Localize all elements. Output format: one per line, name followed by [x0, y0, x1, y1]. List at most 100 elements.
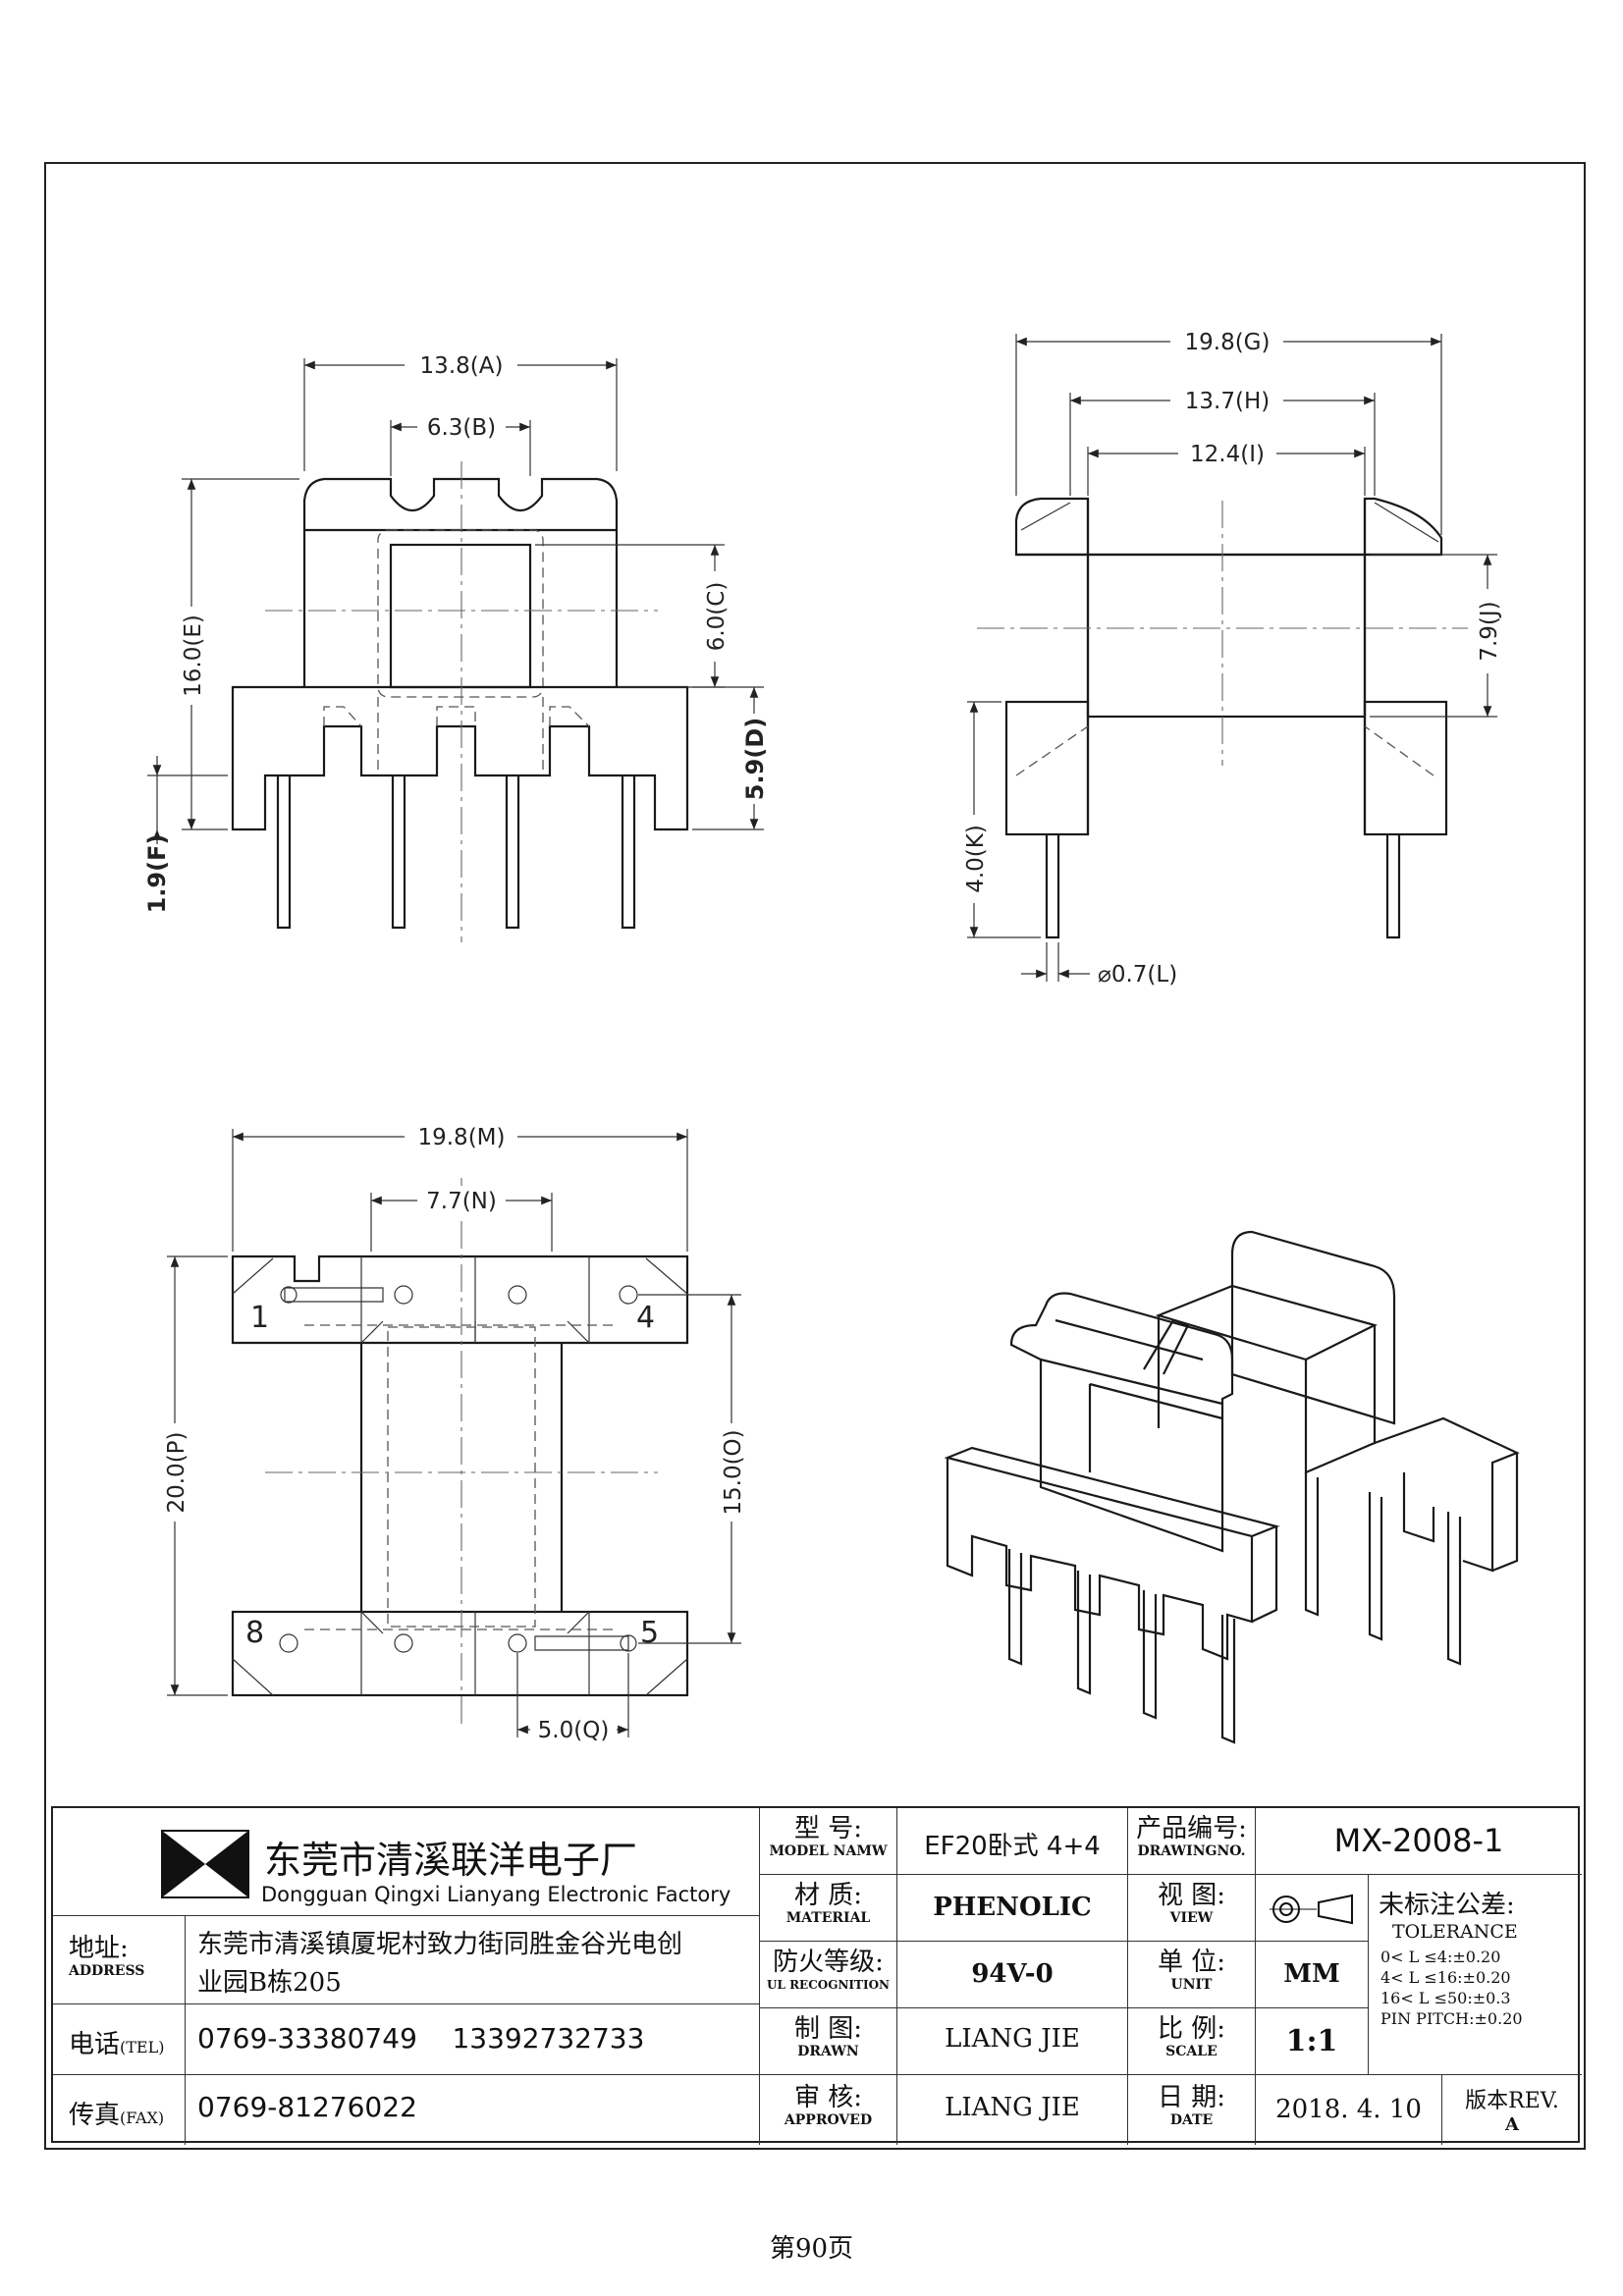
- pin-number-5: 5: [640, 1616, 659, 1650]
- bottom-view: 1 4 8 5 19.8(M) 7.7(N) 15.0(O) 20.0(P) 5…: [161, 1122, 746, 1744]
- model-value: EF20卧式 4+4: [924, 1832, 1101, 1861]
- material-label-cell: 材 质: MATERIAL: [760, 1875, 897, 1942]
- tolerance-line-3: 16< L ≤50:±0.3: [1380, 1989, 1511, 2007]
- unit-value: MM: [1283, 1959, 1340, 1989]
- dim-q: 5.0(Q): [538, 1718, 610, 1743]
- company-logo-icon: [161, 1830, 249, 1898]
- scale-value: 1:1: [1285, 2024, 1338, 2058]
- company-name-cn: 东莞市清溪联洋电子厂: [264, 1839, 638, 1882]
- unit-value-cell: MM: [1256, 1942, 1369, 2008]
- fax-label-cell: 传真(FAX): [53, 2075, 186, 2145]
- material-label-en: MATERIAL: [785, 1910, 871, 1926]
- unit-label: 单 位:: [1157, 1948, 1226, 1977]
- ul-value: 94V-0: [971, 1959, 1054, 1989]
- drawingno-label: 产品编号:: [1136, 1814, 1247, 1843]
- drawingno-label-en: DRAWINGNO.: [1137, 1843, 1246, 1859]
- rev-value: A: [1505, 2114, 1519, 2135]
- isometric-view: [944, 1230, 1520, 1744]
- dim-j: 7.9(J): [1477, 601, 1502, 661]
- dim-p: 20.0(P): [164, 1431, 189, 1513]
- tel-value: 0769-33380749 13392732733: [197, 2022, 645, 2055]
- dim-h: 13.7(H): [1185, 389, 1270, 414]
- tel-label-en: (TEL): [120, 2038, 165, 2056]
- date-value-cell: 2018. 4. 10: [1256, 2075, 1442, 2145]
- scale-value-cell: 1:1: [1256, 2008, 1369, 2075]
- front-view: 13.8(A) 6.3(B) 6.0(C) 5.9(D) 16.0(E) 1.9…: [143, 349, 769, 942]
- view-label-en: VIEW: [1169, 1910, 1214, 1926]
- dim-n: 7.7(N): [426, 1189, 497, 1214]
- dim-i: 12.4(I): [1190, 442, 1265, 467]
- dim-m: 19.8(M): [417, 1125, 505, 1150]
- pin-number-8: 8: [245, 1616, 264, 1650]
- tolerance-line-2: 4< L ≤16:±0.20: [1380, 1968, 1511, 1987]
- address-value-cell: 东莞市清溪镇厦坭村致力街同胜金谷光电创 业园B栋205: [186, 1916, 760, 2004]
- scale-label: 比 例:: [1157, 2014, 1226, 2044]
- tolerance-label-en: TOLERANCE: [1392, 1921, 1518, 1943]
- tolerance-cell: 未标注公差: TOLERANCE 0< L ≤4:±0.20 4< L ≤16:…: [1369, 1875, 1582, 2075]
- dim-a: 13.8(A): [420, 353, 504, 379]
- fax-label: 传真: [69, 2101, 121, 2130]
- tolerance-label: 未标注公差:: [1379, 1891, 1515, 1920]
- approved-label-cell: 审 核: APPROVED: [760, 2075, 897, 2145]
- company-cell: 东莞市清溪联洋电子厂 Dongguan Qingxi Lianyang Elec…: [53, 1808, 760, 1916]
- tel-label-cell: 电话(TEL): [53, 2004, 186, 2075]
- dim-l: ⌀0.7(L): [1098, 962, 1177, 988]
- date-label-cell: 日 期: DATE: [1128, 2075, 1256, 2145]
- dim-d: 5.9(D): [741, 718, 769, 800]
- dim-o: 15.0(O): [721, 1429, 746, 1515]
- view-symbol-cell: [1256, 1875, 1369, 1942]
- pin-number-1: 1: [250, 1301, 269, 1335]
- dim-c: 6.0(C): [704, 582, 730, 652]
- approved-value-cell: LIANG JIE: [897, 2075, 1128, 2145]
- title-block: 东莞市清溪联洋电子厂 Dongguan Qingxi Lianyang Elec…: [51, 1806, 1582, 2145]
- address-label-en: ADDRESS: [69, 1963, 145, 1979]
- drawn-label: 制 图:: [793, 2014, 863, 2044]
- tel-label: 电话: [69, 2030, 121, 2059]
- ul-label: 防火等级:: [773, 1948, 884, 1977]
- view-label: 视 图:: [1157, 1881, 1226, 1910]
- tel-value-cell: 0769-33380749 13392732733: [186, 2004, 760, 2075]
- drawn-label-cell: 制 图: DRAWN: [760, 2008, 897, 2075]
- date-label: 日 期:: [1157, 2083, 1226, 2112]
- ul-label-en: UL RECOGNITION: [767, 1978, 890, 1992]
- tolerance-line-1: 0< L ≤4:±0.20: [1380, 1948, 1501, 1966]
- model-label-cell: 型 号: MODEL NAMW: [760, 1808, 897, 1875]
- approved-label: 审 核:: [793, 2083, 863, 2112]
- drawingno-value-cell: MX-2008-1: [1256, 1808, 1582, 1875]
- approved-value: LIANG JIE: [945, 2093, 1080, 2122]
- address-label: 地址:: [69, 1934, 129, 1963]
- model-label: 型 号:: [793, 1814, 863, 1843]
- view-label-cell: 视 图: VIEW: [1128, 1875, 1256, 1942]
- model-value-cell: EF20卧式 4+4: [897, 1808, 1128, 1875]
- tolerance-line-4: PIN PITCH:±0.20: [1380, 2009, 1523, 2028]
- fax-value: 0769-81276022: [197, 2091, 417, 2123]
- material-value-cell: PHENOLIC: [897, 1875, 1128, 1942]
- projection-symbol-icon: [1270, 1894, 1353, 1925]
- rev-cell: 版本REV. A: [1442, 2075, 1582, 2145]
- fax-value-cell: 0769-81276022: [186, 2075, 760, 2145]
- address-line-1: 东莞市清溪镇厦坭村致力街同胜金谷光电创: [197, 1930, 683, 1959]
- model-label-en: MODEL NAMW: [769, 1843, 888, 1859]
- date-value: 2018. 4. 10: [1275, 2095, 1422, 2124]
- scale-label-en: SCALE: [1165, 2044, 1217, 2059]
- date-label-en: DATE: [1169, 2112, 1214, 2128]
- address-line-2: 业园B栋205: [197, 1968, 342, 1998]
- material-label: 材 质:: [793, 1881, 863, 1910]
- drawn-label-en: DRAWN: [797, 2044, 859, 2059]
- material-value: PHENOLIC: [933, 1893, 1092, 1922]
- fax-label-en: (FAX): [120, 2109, 165, 2127]
- scale-label-cell: 比 例: SCALE: [1128, 2008, 1256, 2075]
- dim-k: 4.0(K): [963, 825, 989, 893]
- dim-e: 16.0(E): [181, 614, 206, 697]
- rev-label: 版本REV.: [1465, 2089, 1559, 2113]
- drawing-frame: [44, 162, 1586, 2150]
- dim-g: 19.8(G): [1185, 330, 1271, 355]
- address-label-cell: 地址: ADDRESS: [53, 1916, 186, 2004]
- drawingno-value: MX-2008-1: [1333, 1822, 1504, 1859]
- company-name-en: Dongguan Qingxi Lianyang Electronic Fact…: [261, 1883, 731, 1906]
- ul-label-cell: 防火等级: UL RECOGNITION: [760, 1942, 897, 2008]
- dim-b: 6.3(B): [427, 415, 496, 441]
- approved-label-en: APPROVED: [784, 2112, 873, 2128]
- ul-value-cell: 94V-0: [897, 1942, 1128, 2008]
